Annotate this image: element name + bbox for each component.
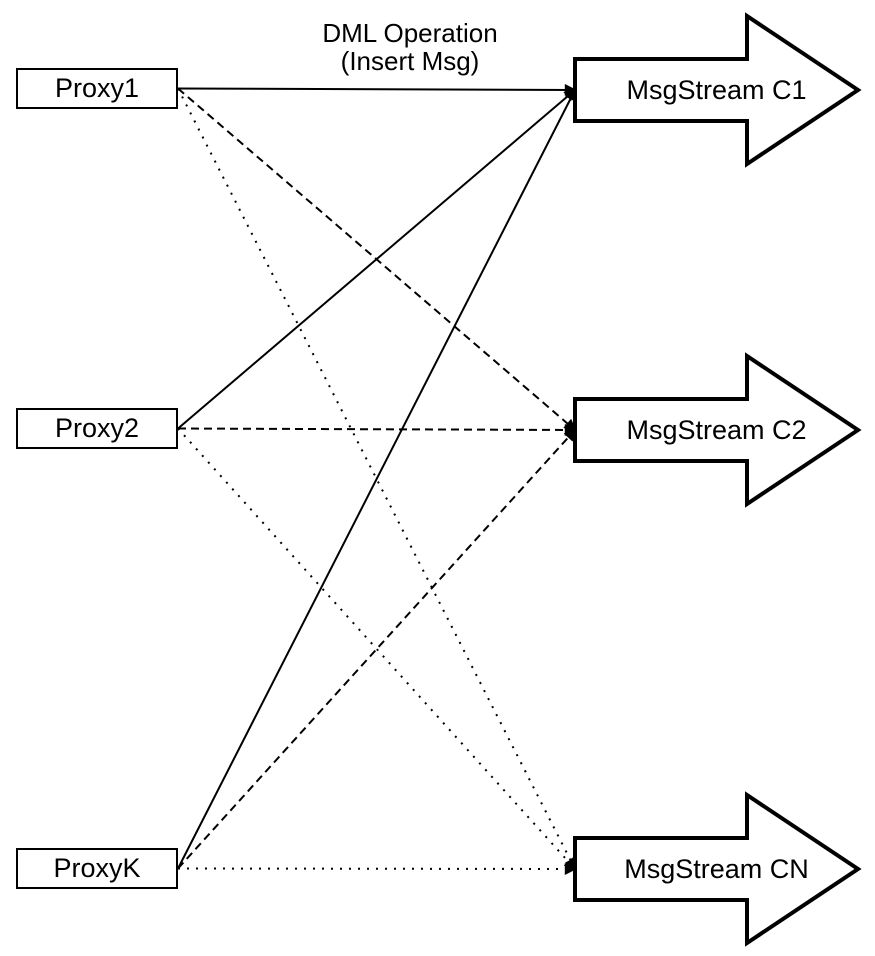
edge-proxyK-cn — [177, 862, 577, 875]
proxy-label: Proxy2 — [54, 413, 140, 443]
msgstream-arrow-cn — [573, 791, 862, 947]
edge-proxy1-cn — [177, 88, 576, 871]
msgstream-arrow-c1 — [573, 12, 862, 168]
proxy-node-proxy1: Proxy1 — [16, 68, 178, 109]
edge-proxy1-c2 — [177, 87, 577, 432]
edges-group — [177, 83, 577, 875]
edge-proxy1-c1 — [177, 83, 577, 96]
proxy-label: Proxy1 — [54, 73, 140, 103]
msgstream-arrows-group — [573, 12, 862, 947]
edge-proxyK-c1 — [177, 88, 576, 869]
diagram-title: DML Operation (Insert Msg) — [300, 19, 520, 75]
diagram-title-line1: DML Operation — [322, 18, 498, 48]
proxy-node-proxy2: Proxy2 — [16, 408, 178, 449]
edge-proxy2-c2 — [177, 423, 577, 436]
proxy-label: ProxyK — [53, 853, 141, 883]
edge-proxy2-cn — [177, 427, 577, 871]
msgstream-arrow-c2 — [573, 352, 862, 508]
proxy-node-proxyK: ProxyK — [16, 848, 178, 889]
diagram-title-line2: (Insert Msg) — [340, 46, 480, 76]
edge-proxyK-c2 — [177, 428, 577, 870]
